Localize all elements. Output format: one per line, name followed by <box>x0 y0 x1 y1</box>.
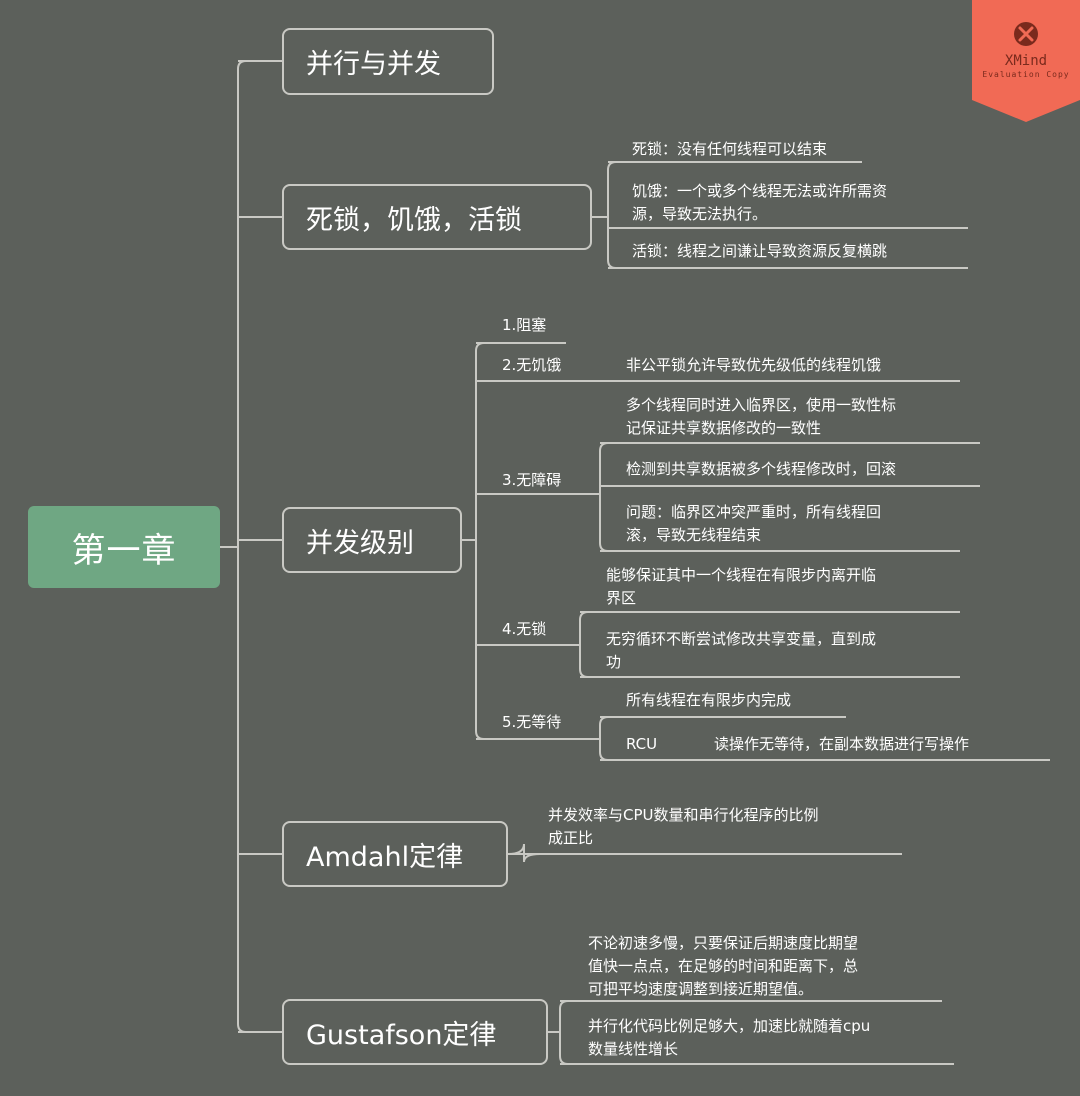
topic-parallel[interactable]: 并行与并发 <box>282 28 494 95</box>
connector-trunk <box>237 60 247 1033</box>
node-rcu[interactable]: RCU <box>626 733 657 756</box>
note-gustafson-2[interactable]: 并行化代码比例足够大，加速比就随着cpu 数量线性增长 <box>588 1015 870 1061</box>
note-obstruction-3-line1: 问题：临界区冲突严重时，所有线程回 <box>626 503 882 521</box>
note-lock-free-2[interactable]: 无穷循环不断尝试修改共享变量，直到成 功 <box>606 628 876 674</box>
topic-amdahl-label: Amdahl定律 <box>306 841 464 873</box>
note-lock-free-2-line1: 无穷循环不断尝试修改共享变量，直到成 <box>606 630 877 648</box>
topic-gustafson[interactable]: Gustafson定律 <box>282 999 548 1065</box>
note-gustafson-1-line1: 不论初速多慢，只要保证后期速度比期望 <box>588 934 859 952</box>
note-obstruction-1-line2: 记保证共享数据修改的一致性 <box>626 419 822 437</box>
note-rcu-text: 读操作无等待，在副本数据进行写操作 <box>714 735 970 753</box>
note-amdahl-line2: 成正比 <box>548 829 594 847</box>
note-lock-free-2-line2: 功 <box>606 653 622 671</box>
note-obstruction-2[interactable]: 检测到共享数据被多个线程修改时，回滚 <box>626 458 896 481</box>
level-lock-free-text: 4.无锁 <box>502 620 547 638</box>
note-gustafson-1-line3: 可把平均速度调整到接近期望值。 <box>588 980 814 998</box>
note-obstruction-1[interactable]: 多个线程同时进入临界区，使用一致性标 记保证共享数据修改的一致性 <box>626 394 896 440</box>
note-gustafson-2-line2: 数量线性增长 <box>588 1040 679 1058</box>
level-lock-free[interactable]: 4.无锁 <box>502 618 546 641</box>
level-obstruction-free[interactable]: 3.无障碍 <box>502 469 561 492</box>
note-wait-free[interactable]: 所有线程在有限步内完成 <box>626 689 791 712</box>
note-gustafson-1[interactable]: 不论初速多慢，只要保证后期速度比期望 值快一点点，在足够的时间和距离下，总 可把… <box>588 932 858 1001</box>
root-topic[interactable]: 第一章 <box>28 506 220 588</box>
note-starvation-line2: 源，导致无法执行。 <box>632 205 768 223</box>
level-starvation-free-text: 2.无饥饿 <box>502 356 562 374</box>
topic-deadlock-label: 死锁，饥饿，活锁 <box>306 204 522 236</box>
watermark-brand: XMind <box>1004 53 1048 69</box>
note-lock-free-1-line2: 界区 <box>606 589 637 607</box>
note-starvation[interactable]: 饥饿：一个或多个线程无法或许所需资 源，导致无法执行。 <box>632 180 887 226</box>
node-rcu-text: RCU <box>626 735 658 753</box>
note-deadlock[interactable]: 死锁：没有任何线程可以结束 <box>632 138 827 161</box>
level-obstruction-free-text: 3.无障碍 <box>502 471 562 489</box>
note-lock-free-1-line1: 能够保证其中一个线程在有限步内离开临 <box>606 566 877 584</box>
topic-levels[interactable]: 并发级别 <box>282 507 462 573</box>
note-obstruction-2-text: 检测到共享数据被多个线程修改时，回滚 <box>626 460 897 478</box>
note-amdahl[interactable]: 并发效率与CPU数量和串行化程序的比例 成正比 <box>548 804 819 850</box>
topic-levels-label: 并发级别 <box>306 527 414 559</box>
note-rcu[interactable]: 读操作无等待，在副本数据进行写操作 <box>714 733 969 756</box>
note-lock-free-1[interactable]: 能够保证其中一个线程在有限步内离开临 界区 <box>606 564 876 610</box>
note-obstruction-1-line1: 多个线程同时进入临界区，使用一致性标 <box>626 396 897 414</box>
topic-deadlock[interactable]: 死锁，饥饿，活锁 <box>282 184 592 250</box>
note-livelock-text: 活锁：线程之间谦让导致资源反复横跳 <box>632 242 888 260</box>
level-starvation-free[interactable]: 2.无饥饿 <box>502 354 561 377</box>
note-obstruction-3-line2: 滚，导致无线程结束 <box>626 526 762 544</box>
note-obstruction-3[interactable]: 问题：临界区冲突严重时，所有线程回 滚，导致无线程结束 <box>626 501 881 547</box>
watermark-caption: Evaluation Copy <box>982 70 1070 79</box>
note-amdahl-line1: 并发效率与CPU数量和串行化程序的比例 <box>548 806 819 824</box>
note-livelock[interactable]: 活锁：线程之间谦让导致资源反复横跳 <box>632 240 887 263</box>
note-starvation-line1: 饥饿：一个或多个线程无法或许所需资 <box>632 182 888 200</box>
note-starvation-free[interactable]: 非公平锁允许导致优先级低的线程饥饿 <box>626 354 881 377</box>
note-deadlock-text: 死锁：没有任何线程可以结束 <box>632 140 828 158</box>
level-blocking-text: 1.阻塞 <box>502 316 547 334</box>
xmind-watermark <box>972 0 1080 122</box>
topic-parallel-label: 并行与并发 <box>306 49 441 80</box>
level-wait-free-text: 5.无等待 <box>502 713 562 731</box>
topic-gustafson-label: Gustafson定律 <box>306 1019 497 1051</box>
topic-amdahl[interactable]: Amdahl定律 <box>282 821 508 887</box>
level-wait-free[interactable]: 5.无等待 <box>502 711 561 734</box>
note-starvation-free-text: 非公平锁允许导致优先级低的线程饥饿 <box>626 356 882 374</box>
note-gustafson-1-line2: 值快一点点，在足够的时间和距离下，总 <box>588 957 859 975</box>
close-x-icon <box>1014 22 1038 46</box>
note-gustafson-2-line1: 并行化代码比例足够大，加速比就随着cpu <box>588 1017 871 1035</box>
note-wait-free-text: 所有线程在有限步内完成 <box>626 691 792 709</box>
root-label: 第一章 <box>71 530 177 571</box>
level-blocking[interactable]: 1.阻塞 <box>502 314 546 337</box>
